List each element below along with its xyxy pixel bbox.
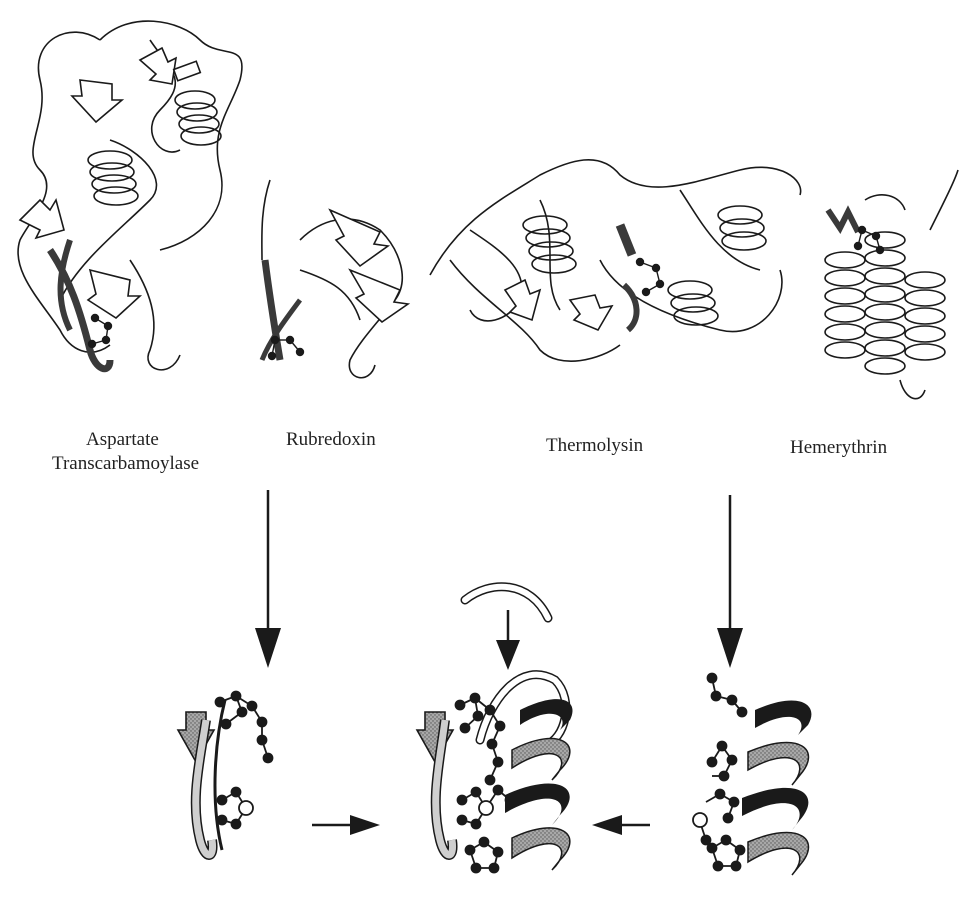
label-thermolysin: Thermolysin	[546, 434, 643, 458]
motif-helix	[693, 674, 811, 876]
rubredoxin-metal-site	[269, 337, 304, 360]
hemerythrin-metal-site	[855, 227, 884, 254]
arrow-down-right	[717, 495, 743, 668]
thermolysin-helix-3	[668, 281, 718, 325]
rubredoxin-structure	[262, 180, 408, 378]
atcase-structure	[18, 21, 242, 370]
thermolysin-metal-site	[637, 259, 664, 296]
thermolysin-structure	[430, 160, 801, 361]
arrow-left	[592, 815, 650, 835]
thermolysin-helix-2	[718, 206, 766, 250]
loop-fragment	[465, 587, 548, 618]
label-atcase-line2: Transcarbamoylase	[52, 452, 199, 476]
atcase-helix-2	[175, 91, 221, 145]
arrow-right	[312, 815, 380, 835]
atcase-helix-1	[88, 151, 138, 205]
label-atcase: Aspartate Transcarbamoylase	[82, 428, 199, 476]
motif-knuckle	[178, 692, 273, 856]
hemerythrin-structure	[825, 170, 958, 399]
arrow-down-center	[496, 610, 520, 670]
label-atcase-line1: Aspartate	[82, 428, 199, 452]
hemerythrin-helix-1	[825, 252, 865, 358]
atcase-metal-site	[89, 315, 112, 348]
label-rubredoxin: Rubredoxin	[286, 428, 376, 452]
label-hemerythrin: Hemerythrin	[790, 436, 887, 460]
motif-combined	[417, 675, 573, 873]
arrow-down-left	[255, 490, 281, 668]
hemerythrin-helix-2	[865, 232, 905, 374]
hemerythrin-helix-3	[905, 272, 945, 360]
